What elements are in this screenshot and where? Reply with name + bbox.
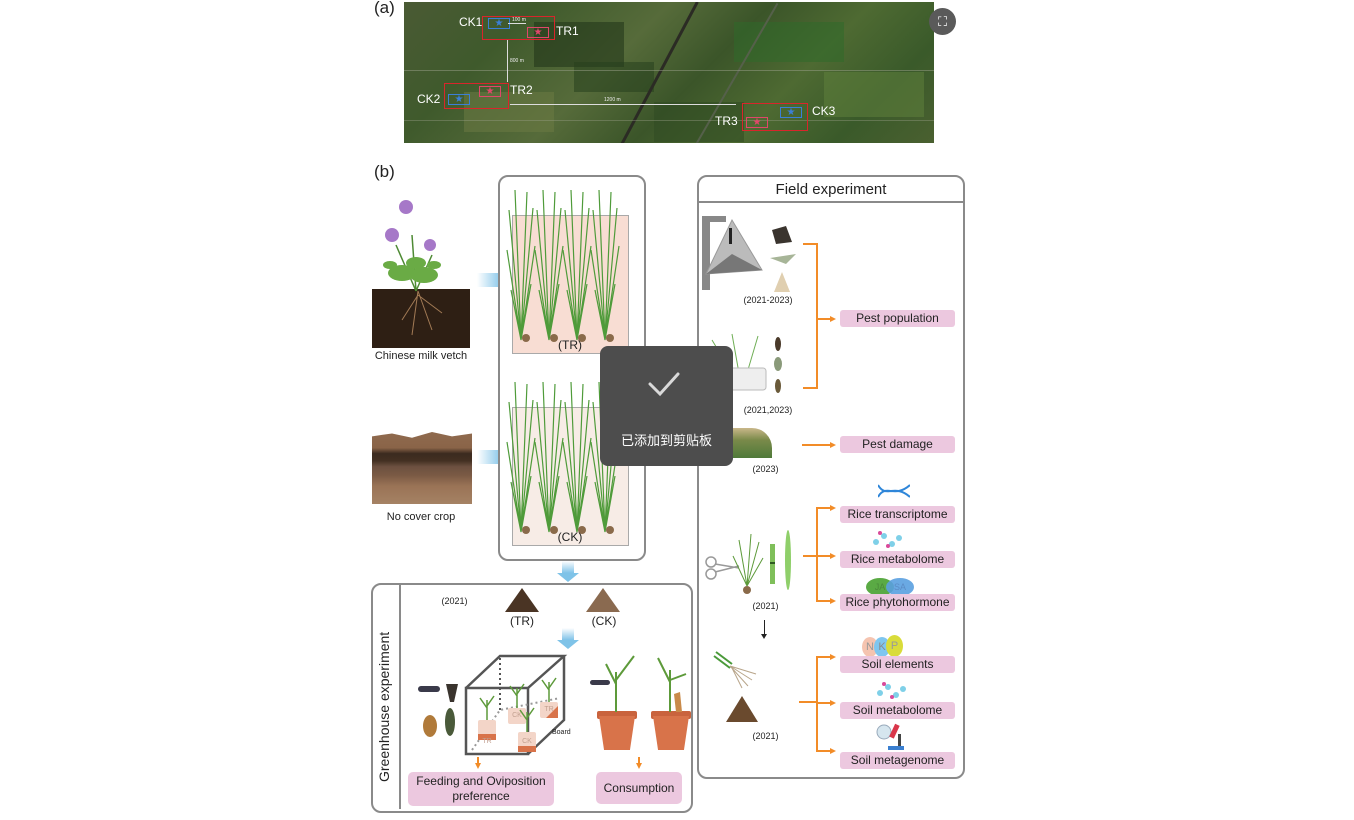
milk-vetch-label: Chinese milk vetch bbox=[374, 350, 468, 362]
arrow-to-consumption bbox=[636, 763, 642, 769]
tr-plot-label: (TR) bbox=[558, 338, 582, 352]
outcome-feeding-oviposition: Feeding and Oviposition preference bbox=[408, 772, 554, 806]
target-soil-metagenome: Soil metagenome bbox=[840, 752, 955, 769]
aerial-map: ★ ★ 100 m CK1 TR1 800 m ★ ★ CK2 TR2 1200… bbox=[404, 2, 934, 143]
sa-hormone-icon: SA bbox=[886, 578, 914, 596]
arrow-to-rice-phytohormone bbox=[830, 598, 836, 604]
ck-plot-label: (CK) bbox=[557, 530, 583, 544]
greenhouse-insects-icon bbox=[418, 684, 458, 737]
scan-text-icon: ⛶ bbox=[937, 13, 948, 29]
sticky-board-icon bbox=[702, 333, 782, 393]
distance-800m: 800 m bbox=[510, 58, 524, 64]
greenhouse-experiment-title: Greenhouse experiment bbox=[376, 631, 392, 782]
pot-rim-2 bbox=[651, 711, 691, 719]
target-pest-population: Pest population bbox=[840, 310, 955, 327]
site-1-box bbox=[482, 16, 555, 40]
ck2-label: CK2 bbox=[417, 92, 441, 106]
no-cover-crop-label: No cover crop bbox=[386, 511, 456, 523]
tr3-label: TR3 bbox=[715, 114, 738, 128]
check-icon bbox=[648, 372, 680, 397]
field-experiment-title: Field experiment bbox=[775, 181, 887, 198]
target-soil-metabolome: Soil metabolome bbox=[840, 702, 955, 719]
site-2-box bbox=[444, 83, 509, 109]
cage-pot-ck-2: CK bbox=[522, 738, 532, 745]
arrow-to-pest-damage bbox=[830, 442, 836, 448]
potted-rice-plants-icon bbox=[590, 655, 687, 712]
pot-2-icon bbox=[653, 716, 689, 750]
soil-molecule-icon bbox=[876, 681, 906, 701]
cage-pot-tr-1: TR bbox=[482, 738, 492, 745]
cage-pot-tr-2: TR bbox=[544, 706, 554, 713]
arrow-to-pest-population bbox=[830, 316, 836, 322]
rice-sampling-icon bbox=[705, 530, 791, 594]
p-nutrient-icon: P bbox=[886, 635, 903, 657]
ck-soil-label: (CK) bbox=[591, 614, 617, 628]
panel-a-label: (a) bbox=[374, 0, 395, 17]
damaged-leaf-icon bbox=[730, 428, 772, 458]
arrow-to-feeding bbox=[475, 763, 481, 769]
arrow-to-rice-transcriptome bbox=[830, 505, 836, 511]
tr1-marker: ★ bbox=[527, 27, 549, 38]
light-trap-icon bbox=[702, 216, 796, 292]
target-pest-damage: Pest damage bbox=[840, 436, 955, 453]
tr-soil-pile-icon bbox=[505, 588, 539, 612]
ck3-marker: ★ bbox=[780, 107, 802, 118]
microscope-icon bbox=[876, 722, 906, 752]
target-rice-phytohormone: Rice phytohormone bbox=[840, 594, 955, 611]
pest-damage-years: (2023) bbox=[752, 464, 779, 474]
pot-1-icon bbox=[599, 716, 635, 750]
light-trap-years: (2021-2023) bbox=[743, 295, 793, 305]
target-rice-transcriptome: Rice transcriptome bbox=[840, 506, 955, 523]
arrow-to-rice-metabolome bbox=[830, 553, 836, 559]
ck2-marker: ★ bbox=[448, 94, 470, 105]
milk-vetch-illustration bbox=[372, 195, 470, 348]
tr2-marker: ★ bbox=[479, 86, 501, 97]
soil-sampling-years: (2021) bbox=[752, 731, 779, 741]
rice-molecule-icon bbox=[872, 530, 902, 550]
ck1-label: CK1 bbox=[459, 15, 483, 29]
panel-b-label: (b) bbox=[374, 162, 395, 181]
arrow-to-soil-elements bbox=[830, 654, 836, 660]
tr2-label: TR2 bbox=[510, 83, 533, 97]
milk-vetch-plant-icon bbox=[383, 200, 443, 336]
dna-icon bbox=[877, 483, 911, 499]
soil-sampling-icon bbox=[713, 651, 758, 722]
ck3-label: CK3 bbox=[812, 104, 836, 118]
outcome-consumption: Consumption bbox=[596, 772, 682, 804]
target-rice-metabolome: Rice metabolome bbox=[840, 551, 955, 568]
cage-pot-ck-1: CK bbox=[512, 712, 522, 719]
greenhouse-year: (2021) bbox=[441, 596, 468, 606]
toast-message: 已添加到剪贴板 bbox=[620, 433, 712, 448]
distance-1200m: 1200 m bbox=[604, 97, 621, 103]
arrow-to-soil-metagenome bbox=[830, 748, 836, 754]
site-3-box bbox=[742, 103, 808, 131]
rice-sampling-years: (2021) bbox=[752, 601, 779, 611]
flow-arrow-to-cage bbox=[557, 628, 579, 649]
pot-rim-1 bbox=[597, 711, 637, 719]
arrow-rice-to-soil bbox=[764, 620, 765, 636]
flow-arrow-to-greenhouse bbox=[557, 561, 579, 582]
sticky-board-years: (2021,2023) bbox=[743, 405, 793, 415]
rice-plants-icon bbox=[506, 189, 620, 534]
clipboard-toast: 已添加到剪贴板 bbox=[600, 346, 733, 466]
tr3-marker: ★ bbox=[746, 117, 768, 128]
scan-text-button[interactable]: ⛶ bbox=[929, 8, 956, 35]
choice-cage-icon bbox=[464, 654, 568, 756]
tr1-label: TR1 bbox=[556, 24, 579, 38]
target-soil-elements: Soil elements bbox=[840, 656, 955, 673]
distance-100m: 100 m bbox=[512, 17, 526, 23]
arrow-to-soil-metabolome bbox=[830, 700, 836, 706]
tr-soil-label: (TR) bbox=[510, 614, 534, 628]
bare-soil-illustration bbox=[372, 432, 472, 504]
board-label: Board bbox=[552, 729, 571, 736]
ck1-marker: ★ bbox=[488, 18, 510, 29]
ck-soil-pile-icon bbox=[586, 588, 620, 612]
